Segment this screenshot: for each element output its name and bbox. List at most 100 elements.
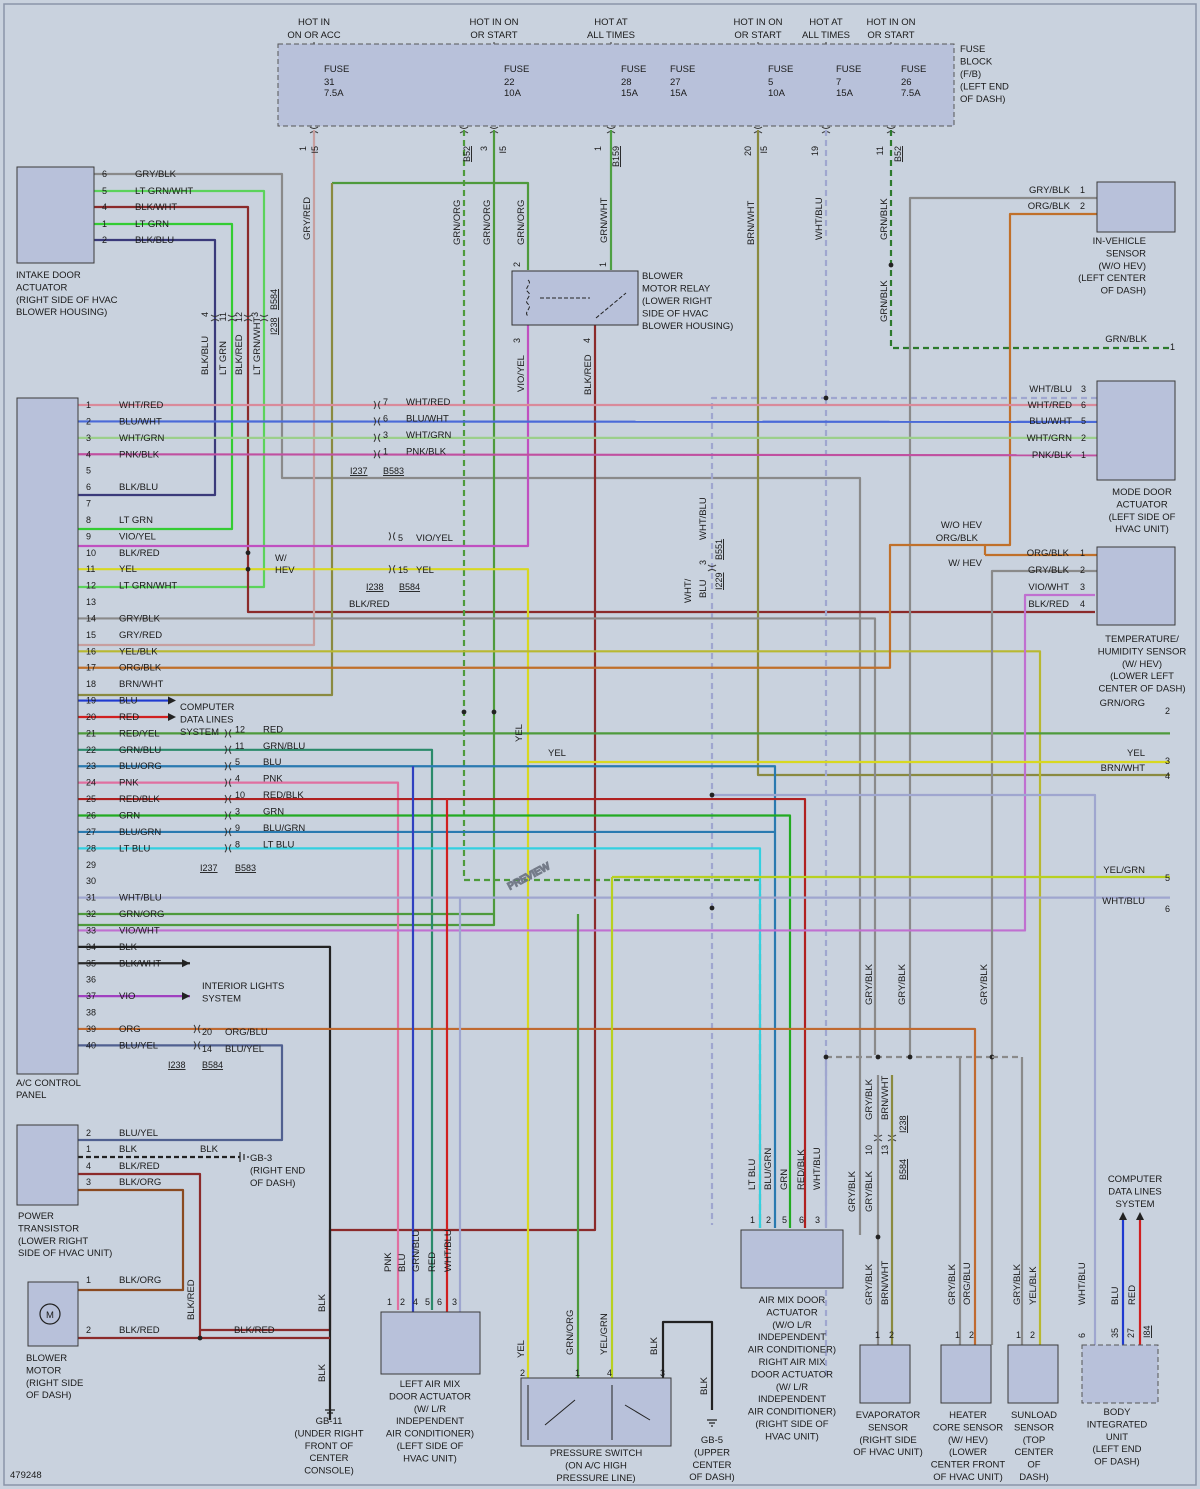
wire-brn-wht [78,183,334,697]
blower-title: OF DASH) [26,1390,71,1401]
panel-wire-label: VIO [119,991,135,1002]
temp-wire-label: GRY/BLK [1028,565,1070,576]
air-mix-title: RIGHT AIR MIX [759,1357,827,1368]
intake-wire-label: GRY/BLK [135,169,177,180]
fuse-pin: 19 [810,146,820,156]
conn-wire-label: WHT/ [683,578,694,603]
fuse-pin: 20 [743,146,753,156]
connector-mark [224,827,232,837]
heater-wire-label: GRY/BLK [947,1263,958,1305]
left-mix-wire-label: GRN/BLU [411,1230,422,1272]
conn-wire-label: RED/BLK [263,790,304,801]
panel-title: A/C CONTROL [16,1078,81,1089]
connector-id: I238 [366,582,384,592]
intake-conn-pin: 4 [200,312,210,317]
wire-grn [78,814,792,1228]
panel-pin: 5 [86,466,91,476]
heater-title: CORE SENSOR [933,1422,1003,1433]
panel-pin: 12 [86,581,96,591]
computer-data-label: DATA LINES [180,714,234,725]
out-wire-label: YEL/GRN [1103,865,1145,876]
evap-conn-pin: 10 [864,1145,874,1155]
supply-header: ON OR ACC [287,30,340,41]
air-mix-title: HVAC UNIT) [765,1431,819,1442]
mode-pin: 3 [1081,384,1086,394]
panel-wire-label: LT BLU [119,843,150,854]
heater-title: (W/ HEV) [948,1435,988,1446]
splice-dot [875,1054,881,1060]
panel-pin: 32 [86,909,96,919]
panel-pin: 4 [86,449,91,459]
left-mix-title: AIR CONDITIONER) [386,1429,474,1440]
hev-note: HEV [275,565,295,576]
fuse-pin: 11 [875,146,885,155]
air-mix-wire-label: LT BLU [747,1159,758,1190]
out-wire-label: YEL [1127,748,1145,759]
intake-title: BLOWER HOUSING) [16,307,107,318]
intake-pin: 1 [102,219,107,229]
panel-wire-label: BRN/WHT [119,679,164,690]
connector-mark [388,564,396,574]
panel-pin: 30 [86,876,96,886]
intake-conn-pin: 3 [250,312,260,317]
conn-wire-label: PNK [263,774,283,785]
blower-title: BLOWER [26,1353,67,1364]
blower-wire-label: BLK/RED [186,1279,197,1320]
panel-pin: 20 [86,712,96,722]
conn-pin: 3 [235,807,240,817]
intake-pin: 2 [102,235,107,245]
connector-id: B584 [269,289,279,310]
conn-wire-label: ORG/BLU [225,1027,268,1038]
conn-wire-label: BLU/WHT [406,413,449,424]
gb5-wire-label: BLK [699,1376,710,1395]
gb5-title: CENTER [692,1460,731,1471]
splice-dot [245,550,251,556]
fuse-block-title: BLOCK [960,57,993,68]
panel-pin: 15 [86,630,96,640]
ground-symbol [325,1409,335,1417]
fuse-number: 22 [504,77,515,88]
power-transistor [16,1124,79,1206]
pressure-pin: 1 [575,1368,580,1378]
pressure-wire-label: YEL/GRN [599,1313,610,1355]
panel-wire-label: PNK [119,778,139,789]
gb5-title: GB-5 [701,1435,723,1446]
transistor-pin: 4 [86,1161,91,1171]
hev-option: W/ HEV [948,558,982,569]
temp-title: CENTER OF DASH) [1098,684,1185,695]
switch-symbol [527,1385,651,1440]
fuse-label: FUSE [670,64,695,75]
panel-pin: 9 [86,531,91,541]
hev-option: W/O HEV [941,520,983,531]
connector-id: B551 [714,539,724,560]
supply-header: HOT AT [809,17,843,28]
heater-title: (LOWER [949,1447,987,1458]
heater-pin: 1 [955,1330,960,1340]
conn-wire-label: LT BLU [263,839,294,850]
wire-wht-blu [712,793,1097,1345]
panel-wire-label: RED/YEL [119,728,160,739]
feed-wire-label: GRN/ORG [482,200,493,245]
supply-header: HOT IN ON [867,17,916,28]
fuse-label: FUSE [621,64,646,75]
wire-vio-yel [78,325,530,548]
conn-wire-label: GRN [263,807,284,818]
panel-wire-label: BLK/RED [119,548,160,559]
panel-wire-label: BLU/GRN [119,827,161,838]
connector-mark [224,794,232,804]
mid-label: YEL [514,724,525,742]
conn-pin: 6 [383,413,388,423]
wire-red-blk [78,797,807,1228]
conn-wire-label: GRN/BLU [263,741,305,752]
intake-vert-label: BLK/BLU [200,336,211,375]
relay-wire-label: BLK/RED [583,354,594,395]
mode-pin: 6 [1081,400,1086,410]
hev-option: ORG/BLK [936,533,979,544]
connector-id: I238 [898,1115,908,1133]
conn-pin: 14 [202,1044,212,1054]
fuse-amp: 10A [504,88,522,99]
wire-gry-blk [94,172,862,1055]
panel-pin: 28 [86,843,96,853]
wire-blu-wht [77,420,1098,424]
evap-pin: 1 [875,1330,880,1340]
